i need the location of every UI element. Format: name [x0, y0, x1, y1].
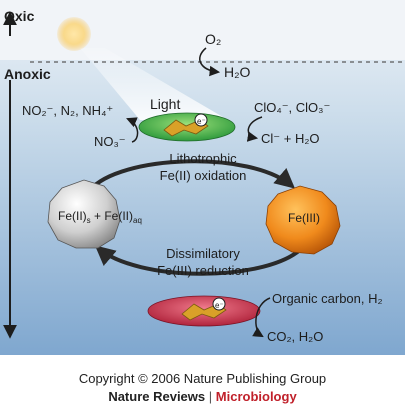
nitrate-reduction-arrow: [126, 117, 139, 143]
electron-label-bottom: e⁻: [215, 301, 224, 310]
sun-icon: [57, 17, 91, 51]
perchlorate-label: ClO₄⁻, ClO₃⁻: [254, 100, 330, 115]
reduction-cycle-arrow: [94, 245, 302, 276]
journal-name: Microbiology: [215, 389, 297, 404]
electron-label: e⁻: [197, 117, 206, 126]
chloride-products-label: Cl⁻ + H₂O: [261, 131, 320, 146]
electron-icon: [194, 113, 208, 127]
electron-icon-bottom: [212, 297, 226, 311]
fe3-mineral-particle: [265, 185, 341, 255]
publisher-name: Nature Reviews: [108, 389, 206, 404]
journal-line: Nature Reviews | Microbiology: [0, 389, 405, 404]
oxidation-cycle-arrow: [88, 159, 296, 192]
light-beam: [80, 48, 228, 120]
perchlorate-reduction-arrow: [246, 116, 263, 142]
oxidation-label-line2: Fe(II) oxidation: [160, 168, 247, 183]
fe2-mineral-particle: [47, 179, 121, 249]
fe3-label: Fe(III): [288, 211, 320, 225]
organic-carbon-label: Organic carbon, H₂: [272, 291, 383, 306]
footer-separator: |: [208, 389, 213, 404]
fe2-label: Fe(II)s + Fe(II)aq: [58, 209, 142, 225]
nitrate-products-label: NO₂⁻, N₂, NH₄⁺: [22, 103, 113, 118]
light-label: Light: [150, 96, 180, 112]
reduction-label-line2: Fe(III) reduction: [157, 263, 249, 278]
co2-h2o-label: CO₂, H₂O: [267, 329, 323, 344]
nitrate-label: NO₃⁻: [94, 134, 126, 149]
o2-label: O₂: [205, 31, 221, 47]
oxidation-label-line1: Lithotrophic: [169, 151, 237, 166]
h2o-label: H₂O: [224, 64, 251, 80]
organic-oxidation-arrow: [252, 297, 271, 338]
oxic-label: Oxic: [4, 8, 35, 24]
copyright-line: Copyright © 2006 Nature Publishing Group: [78, 371, 327, 386]
o2-to-h2o-arrow: [199, 47, 221, 77]
reduction-label-line1: Dissimilatory: [166, 246, 240, 261]
anoxic-label: Anoxic: [4, 66, 51, 82]
